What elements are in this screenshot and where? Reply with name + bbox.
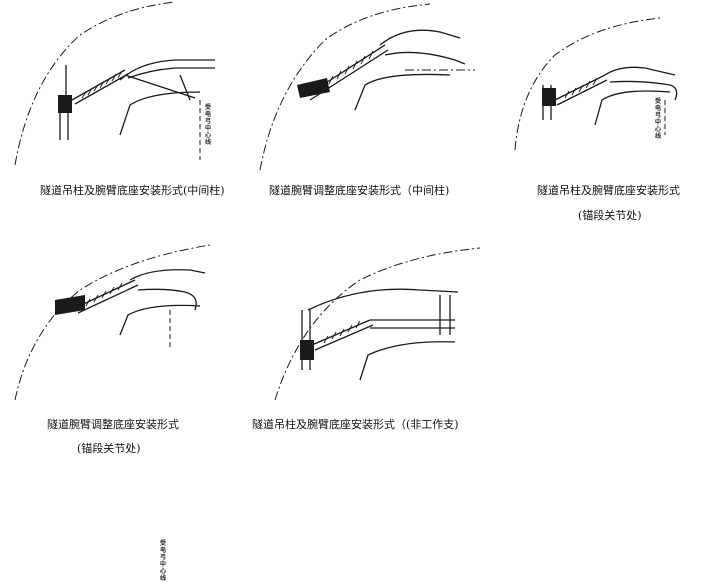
panel-2-caption: 隧道腕臂调整底座安装形式（中间柱): [269, 184, 450, 197]
tunnel-mount-drawing-4: [14, 244, 211, 401]
panel-4-caption-2: (锚段关节处): [77, 442, 141, 455]
panel-5-caption: 隧道吊柱及腕臂底座安装形式（(非工作支): [252, 418, 459, 431]
panel-3-caption: 隧道吊柱及腕臂底座安装形式: [537, 184, 680, 197]
diagram-panel-4: 受电弓中心线 隧道腕臂调整底座安装形式 (锚段关节处): [0, 240, 240, 582]
tunnel-mount-drawing-1: [14, 1, 215, 166]
tunnel-mount-drawing-5: [274, 247, 481, 401]
panel-3-caption-2: (锚段关节处): [578, 209, 642, 222]
diagram-panel-3: 受电弓中心线 隧道吊柱及腕臂底座安装形式 (锚段关节处): [500, 0, 706, 222]
tunnel-mount-drawing-3: [514, 17, 678, 151]
pantograph-centerline-label: 受电弓中心线: [160, 540, 167, 582]
tunnel-mount-drawing-2: [259, 3, 475, 171]
pantograph-centerline-label: 受电弓中心线: [655, 98, 662, 140]
diagram-panel-1: 受电弓中心线 隧道吊柱及腕臂底座安装形式(中间柱): [0, 0, 240, 200]
pantograph-centerline-label: 受电弓中心线: [205, 104, 212, 146]
diagram-panel-5: 隧道吊柱及腕臂底座安装形式（(非工作支): [240, 240, 706, 460]
diagram-panel-2: 隧道腕臂调整底座安装形式（中间柱): [255, 0, 485, 200]
panel-4-caption: 隧道腕臂调整底座安装形式: [47, 418, 179, 431]
panel-1-caption: 隧道吊柱及腕臂底座安装形式(中间柱): [40, 184, 225, 197]
